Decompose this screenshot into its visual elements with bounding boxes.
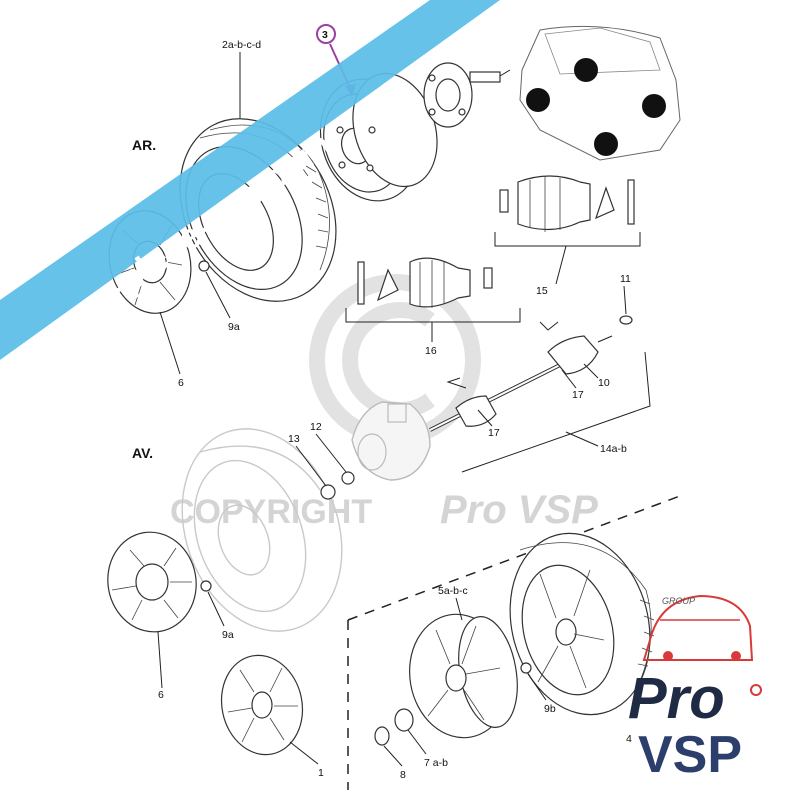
hub-nut <box>341 471 355 485</box>
label-9a-top: 9a <box>228 321 240 333</box>
hub-washer <box>320 484 336 500</box>
watermark-brand-text: Pro VSP <box>440 488 598 532</box>
label-5abc: 5a-b-c <box>438 585 468 597</box>
label-11: 11 <box>620 273 631 285</box>
label-3: 3 <box>322 29 328 41</box>
wheel-bolt <box>374 726 390 746</box>
section-label-rear: AR. <box>132 137 156 153</box>
pro-vsp-logo: GROUP Pro VSP <box>628 594 762 784</box>
rear-wheel-nut <box>198 260 210 272</box>
watermark-copyright-text: COPYRIGHT <box>170 493 372 531</box>
label-6-bot: 6 <box>158 689 164 701</box>
wheel-cover-1 <box>220 654 304 756</box>
front-wheel-nut <box>200 580 212 592</box>
alloy-wheel-nut <box>520 662 532 674</box>
label-12: 12 <box>310 421 322 433</box>
circlip <box>619 315 633 325</box>
front-hub-knuckle <box>351 401 431 481</box>
label-9a-bot: 9a <box>222 629 234 641</box>
label-9b: 9b <box>544 703 556 715</box>
cv-joint-kit-16 <box>357 257 493 308</box>
car-thumbnail <box>519 25 681 161</box>
label-7ab: 7 a-b <box>424 757 448 769</box>
label-6-top: 6 <box>178 377 184 389</box>
front-hubcap <box>107 531 197 633</box>
alloy-tyre <box>509 532 655 716</box>
section-label-front: AV. <box>132 445 153 461</box>
cv-joint-kit-15 <box>499 175 635 232</box>
label-8: 8 <box>400 769 406 781</box>
label-1: 1 <box>318 767 324 779</box>
driveshaft <box>429 335 613 432</box>
label-13: 13 <box>288 433 300 445</box>
logo-vsp-text: VSP <box>638 726 742 784</box>
logo-group-text: GROUP <box>662 596 695 606</box>
centre-cap <box>394 708 414 732</box>
logo-pro-text: Pro <box>628 666 725 731</box>
rear-tyre <box>179 118 337 302</box>
label-16: 16 <box>425 345 437 357</box>
label-17-b: 17 <box>488 427 500 439</box>
label-4: 4 <box>626 733 632 745</box>
label-14ab: 14a-b <box>600 443 627 455</box>
dashed-separator-diagonal <box>347 495 681 621</box>
rear-hub <box>423 62 511 128</box>
label-2abcd: 2a-b-c-d <box>222 39 261 51</box>
alloy-rim <box>408 613 518 739</box>
label-15: 15 <box>536 285 548 297</box>
label-10: 10 <box>598 377 610 389</box>
label-17-a: 17 <box>572 389 584 401</box>
front-tyre-faint <box>181 428 343 632</box>
